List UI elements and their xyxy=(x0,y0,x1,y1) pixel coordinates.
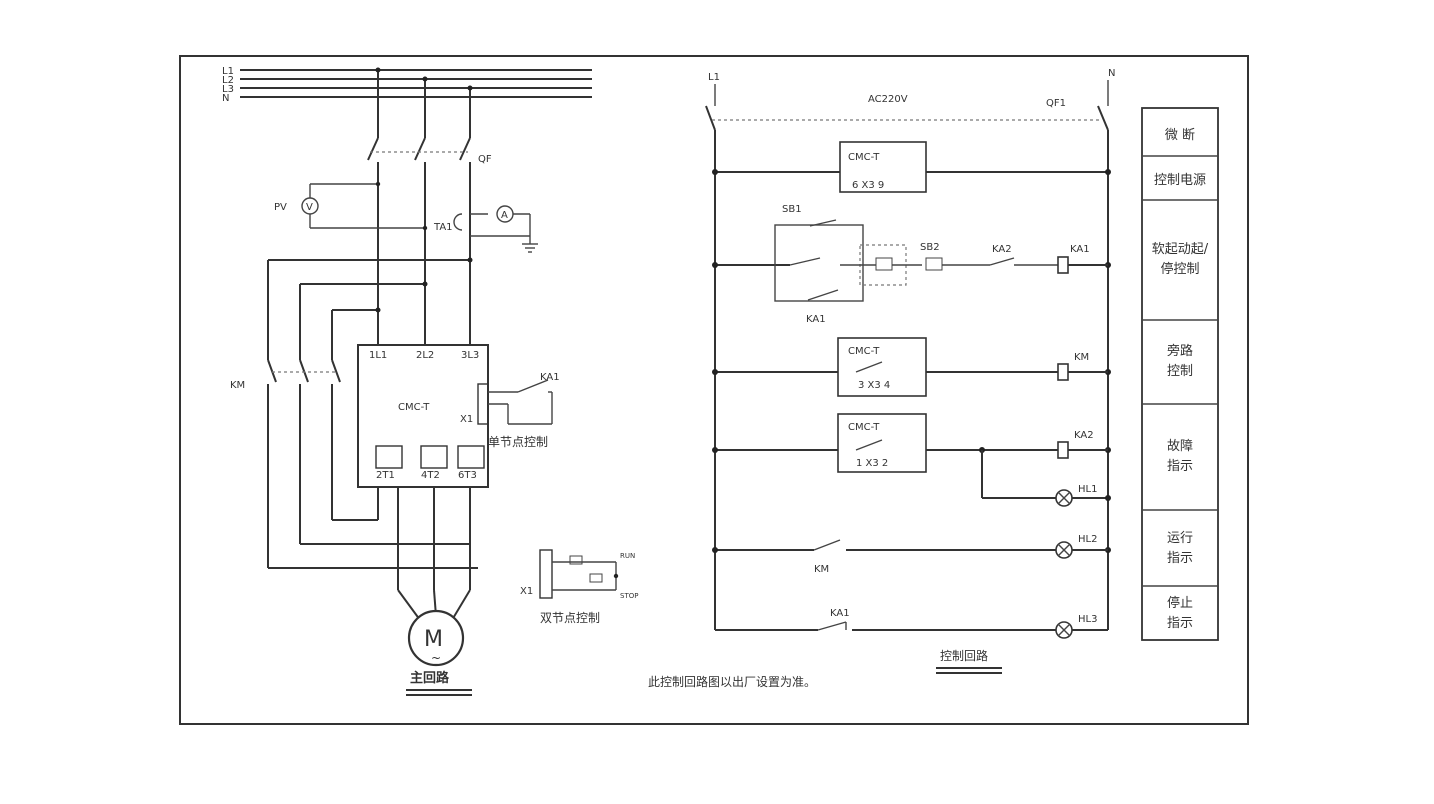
ka1-stop-contact-label: KA1 xyxy=(830,608,850,619)
voltmeter-pv: PV V xyxy=(274,181,428,231)
hl1-label: HL1 xyxy=(1078,484,1097,495)
dual-node-control: RUN STOP X1 双节点控制 xyxy=(520,549,638,625)
sb2-label: SB2 xyxy=(920,242,940,253)
bus-l3-label: L3 xyxy=(222,84,234,95)
ka2-contact-label: KA2 xyxy=(992,244,1012,255)
motor: M ~ xyxy=(407,609,465,667)
diagram-frame xyxy=(179,55,1249,725)
input-2l2: 2L2 xyxy=(416,350,434,361)
ammeter-symbol: A xyxy=(501,210,508,221)
control-circuit-caption: 控制回路 xyxy=(940,648,988,663)
breaker-qf: QF xyxy=(367,137,492,165)
x3-terminals-3: 1 X3 2 xyxy=(856,458,888,469)
bus-l1-label: L1 xyxy=(222,66,234,77)
control-note: 此控制回路图以出厂设置为准。 xyxy=(648,674,816,689)
hl3-label: HL3 xyxy=(1078,614,1097,625)
input-3l3: 3L3 xyxy=(461,350,479,361)
motor-ac-symbol: ~ xyxy=(431,651,441,665)
cmc-box-2-label: CMC-T xyxy=(848,346,880,357)
x3-terminals-2: 3 X3 4 xyxy=(858,380,890,391)
bypass-contactor-km: KM xyxy=(230,257,473,568)
starter-label: CMC-T xyxy=(398,402,430,413)
km-contact-label: KM xyxy=(814,564,829,575)
hl3-lamp xyxy=(1055,621,1073,639)
output-6t3: 6T3 xyxy=(458,470,477,481)
input-1l1: 1L1 xyxy=(369,350,387,361)
qf-label: QF xyxy=(478,154,492,165)
bus-n-label: N xyxy=(222,93,229,104)
hl2-label: HL2 xyxy=(1078,534,1097,545)
ka1-contact-label: KA1 xyxy=(806,314,826,325)
motor-symbol: M xyxy=(424,627,443,652)
single-node-control: KA1 单节点控制 xyxy=(488,372,560,449)
table-cell-micro-breaker: 微 断 xyxy=(1164,127,1196,143)
run-label: RUN xyxy=(620,552,635,560)
hl2-lamp xyxy=(1055,541,1073,559)
ka2-coil-label: KA2 xyxy=(1074,430,1094,441)
pv-label: PV xyxy=(274,202,287,213)
table-cell-run-indication: 运行指示 xyxy=(1166,531,1193,566)
voltmeter-symbol: V xyxy=(306,202,313,213)
current-transformer: TA1 A xyxy=(433,205,538,253)
output-2t1: 2T1 xyxy=(376,470,395,481)
soft-starter-cmc-t: 1L1 2L2 3L3 CMC-T 2T1 4T2 6T3 X1 xyxy=(357,344,489,488)
output-4t2: 4T2 xyxy=(421,470,440,481)
ta1-label: TA1 xyxy=(433,222,453,233)
stop-label: STOP xyxy=(620,592,638,600)
table-cell-bypass-control: 旁路控制 xyxy=(1166,344,1193,379)
dual-node-label: 双节点控制 xyxy=(540,611,600,625)
ctrl-l1-label: L1 xyxy=(708,72,720,83)
x3-terminals-1: 6 X3 9 xyxy=(852,180,884,191)
x1-label-main: X1 xyxy=(460,414,473,425)
cmc-box-3-label: CMC-T xyxy=(848,422,880,433)
sb1-label: SB1 xyxy=(782,204,802,215)
table-cell-control-power: 控制电源 xyxy=(1153,172,1206,188)
x1-label-dual: X1 xyxy=(520,586,533,597)
table-cell-stop-indication: 停止指示 xyxy=(1166,596,1193,631)
table-cell-fault-indication: 故障指示 xyxy=(1166,439,1193,474)
function-table: 微 断 控制电源 软起动起/停控制 旁路控制 故障指示 运行指示 停止指示 xyxy=(1141,107,1219,641)
ka1-coil-label: KA1 xyxy=(1070,244,1090,255)
table-cell-soft-start-control: 软起动起/停控制 xyxy=(1151,242,1209,277)
km-main-label: KM xyxy=(230,380,245,391)
single-node-label: 单节点控制 xyxy=(488,435,548,449)
main-circuit-caption: 主回路 xyxy=(410,670,450,686)
control-circuit: L1 N AC220V QF1 CMC-T 6 X3 9 SB1 SB2 xyxy=(648,68,1115,689)
ka1-main-label: KA1 xyxy=(540,372,560,383)
km-coil-label: KM xyxy=(1074,352,1089,363)
hl1-lamp xyxy=(1055,489,1073,507)
qf1-label: QF1 xyxy=(1046,98,1066,109)
supply-label: AC220V xyxy=(868,94,908,105)
bus-l2-label: L2 xyxy=(222,75,234,86)
ctrl-n-label: N xyxy=(1108,68,1115,79)
cmc-box-1-label: CMC-T xyxy=(848,152,880,163)
main-circuit: L1 L2 L3 N QF PV V TA1 xyxy=(222,66,638,696)
